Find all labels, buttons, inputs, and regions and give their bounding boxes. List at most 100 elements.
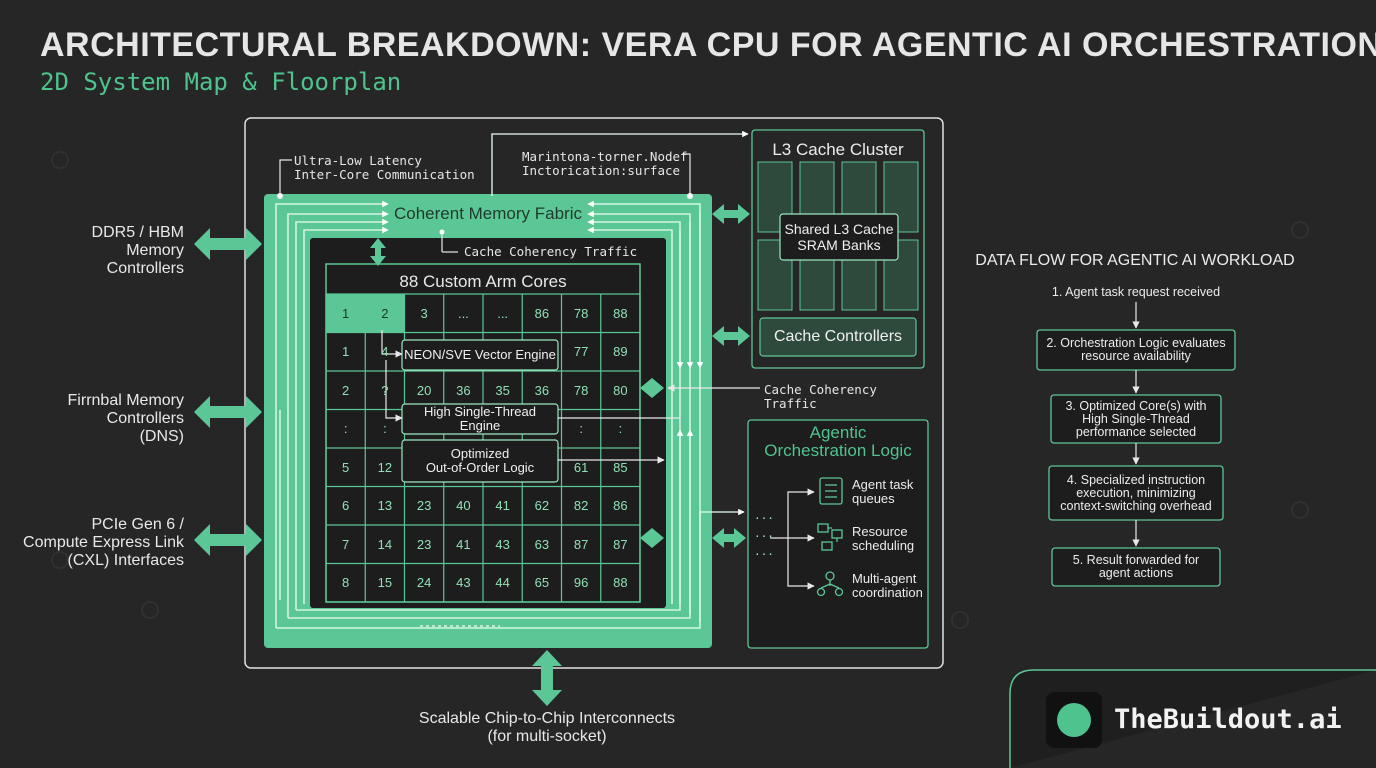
external-arrows <box>194 204 750 706</box>
data-flow-step-box <box>1051 547 1221 587</box>
core-cell: 63 <box>534 536 550 552</box>
core-cell: 87 <box>573 536 589 552</box>
data-flow-boxes <box>1036 329 1236 587</box>
shared-l3-box <box>779 213 899 261</box>
orchestration-dots: ··· ··· ··· <box>754 512 774 561</box>
core-cell: 86 <box>613 498 628 514</box>
core-cell: 62 <box>534 498 550 514</box>
core-cell: 80 <box>613 382 628 398</box>
brand-card <box>1009 669 1376 768</box>
core-cell: : <box>579 421 583 437</box>
core-cell: 23 <box>416 498 432 514</box>
sram-bank <box>757 239 793 311</box>
cache-controllers-box <box>759 317 917 357</box>
pcie-label: PCIe Gen 6 / Compute Express Link (CXL) … <box>23 516 184 569</box>
core-cell: 6 <box>342 498 350 514</box>
page-subtitle: 2D System Map & Floorplan <box>40 68 402 96</box>
shared-l3-label: Shared L3 Cache SRAM Banks <box>784 221 894 253</box>
orchestration-title: Agentic Orchestration Logic <box>764 423 912 460</box>
core-cell: 96 <box>573 575 589 591</box>
page-title: ARCHITECTURAL BREAKDOWN: VERA CPU FOR AG… <box>40 26 1376 64</box>
svg-text:···: ··· <box>754 530 774 543</box>
node-surface-note: Marintona-torner.Nodef Inctorication:sur… <box>522 149 688 178</box>
cores-title: 88 Custom Arm Cores <box>399 272 567 291</box>
core-cell: : <box>343 421 348 437</box>
core-cell: : <box>383 421 387 437</box>
ddr-label: DDR5 / HBM Memory Controllers <box>91 224 184 277</box>
controllers-arrow <box>712 326 750 346</box>
core-cell: 88 <box>613 575 628 591</box>
core-cell: 14 <box>377 536 393 552</box>
core-cell: 44 <box>495 575 510 591</box>
core-cell: 88 <box>613 305 628 321</box>
core-cell: 77 <box>573 344 589 360</box>
chip-to-chip-label: Scalable Chip-to-Chip Interconnects (for… <box>418 710 676 745</box>
core-cell: 2 <box>342 382 350 398</box>
core-cell: 82 <box>573 498 589 514</box>
ddr-arrow <box>194 228 262 260</box>
pcie-arrow <box>194 524 262 556</box>
core-cell: 12 <box>377 459 393 475</box>
data-flow-step: 2. Orchestration Logic evaluates resourc… <box>1046 336 1226 363</box>
core-cell: 78 <box>573 305 589 321</box>
coherency-arrow-small <box>640 378 664 398</box>
core-cell: 65 <box>534 575 550 591</box>
resource-scheduling-icon <box>817 523 843 551</box>
core-cell: 89 <box>613 344 628 360</box>
core-cell: 43 <box>495 536 510 552</box>
fabric-core-arrow <box>370 238 386 266</box>
orch-item-task-queues: Agent task queues <box>852 477 914 506</box>
core-cell: 4 <box>381 344 389 360</box>
data-flow-title: DATA FLOW FOR AGENTIC AI WORKLOAD <box>975 252 1295 269</box>
core-cell: 78 <box>573 382 589 398</box>
orchestration-panel <box>747 419 929 649</box>
data-flow-step: 3. Optimized Core(s) with High Single-Th… <box>1065 398 1207 439</box>
core-cell: 61 <box>573 459 589 475</box>
core-orch-arrow-small <box>640 528 664 548</box>
svg-text:···: ··· <box>754 548 774 561</box>
watermark-pattern <box>51 151 1309 629</box>
note-connectors <box>276 153 760 392</box>
single-thread-label: High Single-Thread Engine <box>423 404 536 433</box>
fabric-orch-arrow <box>712 528 746 548</box>
firmbal-arrow <box>194 396 262 428</box>
orch-item-resource-scheduling: Resource scheduling <box>852 524 915 553</box>
firmbal-label: Firrnbal Memory Controllers (DNS) <box>67 392 184 445</box>
core-cell: 1 <box>342 344 350 360</box>
core-cell: ? <box>381 382 389 398</box>
orch-item-multi-agent: Multi-agent coordination <box>852 571 923 600</box>
brand-logo-icon <box>1057 703 1091 737</box>
core-cell-highlight <box>365 294 405 333</box>
fabric-l3-arrow <box>712 204 750 224</box>
data-flow-step: 1. Agent task request received <box>1051 284 1221 299</box>
core-cell: 35 <box>495 382 510 398</box>
core-cell: 2 <box>381 305 389 321</box>
core-cell: 7 <box>342 536 350 552</box>
core-cell: 20 <box>416 382 432 398</box>
inter-core-note: Ultra-Low Latency Inter-Core Communicati… <box>294 153 475 182</box>
core-cell: ... <box>497 305 509 321</box>
task-queue-icon <box>819 477 843 505</box>
ooo-box <box>401 439 559 483</box>
core-cell: 87 <box>613 536 628 552</box>
core-cell: 1 <box>342 305 350 321</box>
core-cell: 43 <box>456 575 471 591</box>
core-cell: 86 <box>534 305 550 321</box>
core-cell: 23 <box>416 536 432 552</box>
orchestration-connectors <box>770 488 815 590</box>
multi-agent-icon <box>816 571 844 597</box>
fabric-title: Coherent Memory Fabric <box>393 204 582 223</box>
cache-controllers-label: Cache Controllers <box>773 328 903 345</box>
core-cell: 13 <box>377 498 393 514</box>
svg-text:···: ··· <box>754 512 774 525</box>
data-flow-step: 5. Result forwarded for agent actions <box>1072 553 1200 580</box>
core-cell: 3 <box>420 305 428 321</box>
core-cell: ... <box>457 305 469 321</box>
data-flow-step: 4. Specialized instruction execution, mi… <box>1060 472 1212 513</box>
core-cell: 8 <box>342 575 350 591</box>
core-cell: 24 <box>416 575 432 591</box>
core-cell: 40 <box>456 498 471 514</box>
feature-connectors <box>381 330 681 464</box>
core-cell: 36 <box>534 382 550 398</box>
